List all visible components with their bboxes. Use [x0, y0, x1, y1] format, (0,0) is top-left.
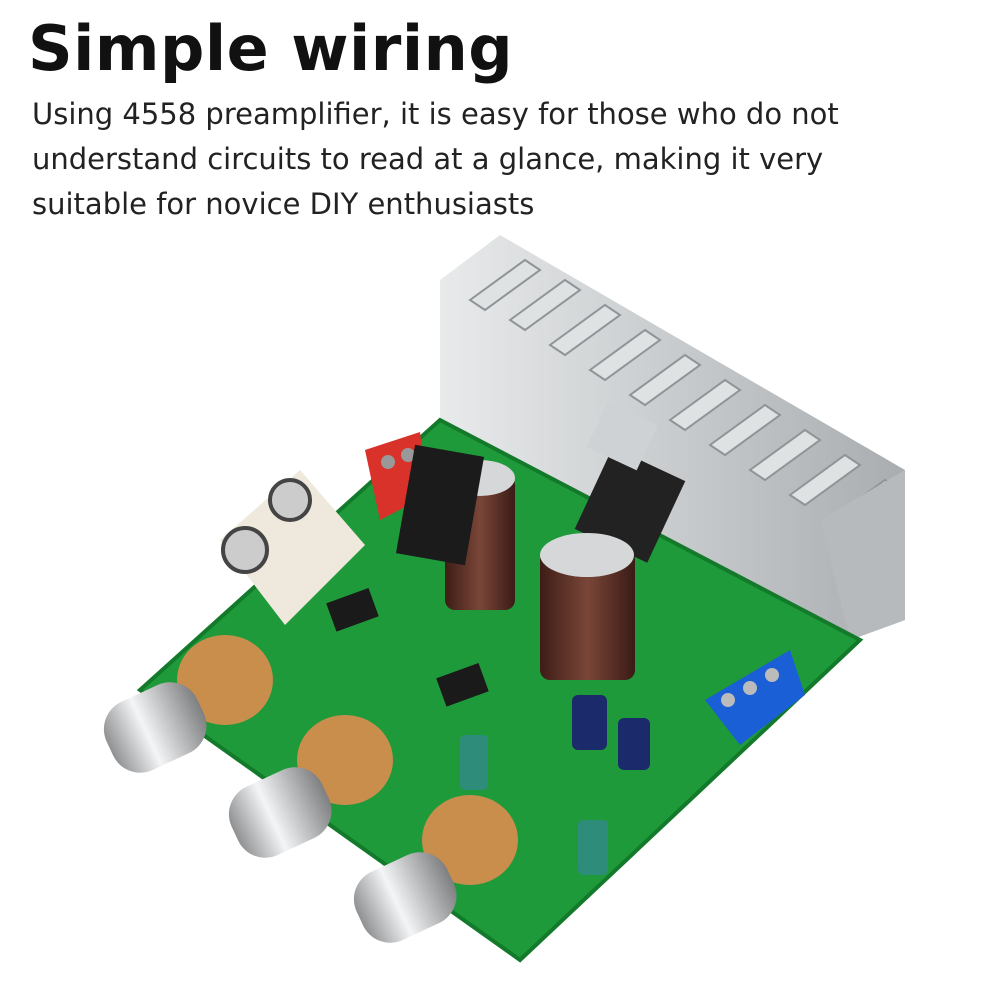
- page-title: Simple wiring: [28, 12, 514, 85]
- description-line: Using 4558 preamplifier, it is easy for …: [32, 97, 839, 131]
- amplifier-chip: [574, 447, 686, 563]
- volume-knob[interactable]: [94, 635, 273, 783]
- relay-block: [395, 444, 485, 566]
- preamp-chip: [326, 588, 379, 632]
- rca-input-jack: [220, 470, 365, 625]
- blue-terminal: [705, 650, 805, 745]
- description: Using 4558 preamplifier, it is easy for …: [32, 92, 982, 227]
- bass-knob[interactable]: [219, 715, 393, 868]
- heatsink: [440, 235, 905, 640]
- treble-knob[interactable]: [344, 795, 518, 953]
- description-line: suitable for novice DIY enthusiasts: [32, 187, 535, 221]
- description-line: understand circuits to read at a glance,…: [32, 142, 824, 176]
